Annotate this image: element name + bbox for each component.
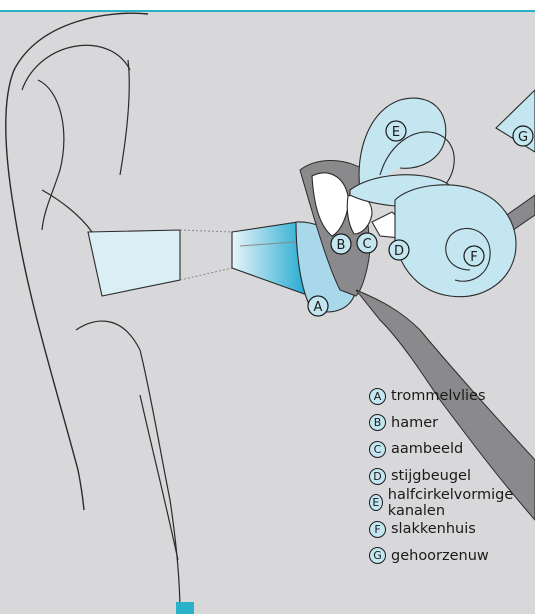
legend-item-A: A trommelvlies <box>369 383 535 410</box>
legend-badge-C: C <box>369 441 386 458</box>
legend-badge-B: B <box>369 414 386 431</box>
legend-item-B: B hamer <box>369 410 535 437</box>
callout-F: F <box>464 246 484 266</box>
legend-label-F: slakkenhuis <box>391 521 476 537</box>
callout-A-text: A <box>314 300 323 315</box>
legend-item-C: C aambeeld <box>369 436 535 463</box>
legend-item-F: F slakkenhuis <box>369 516 535 543</box>
callout-D: D <box>389 240 409 260</box>
callout-F-text: F <box>470 250 477 265</box>
legend-badge-E: E <box>369 494 383 511</box>
callout-C: C <box>357 233 377 253</box>
callout-E-text: E <box>392 125 400 140</box>
legend-label-G: gehoorzenuw <box>391 548 489 564</box>
legend-badge-F: F <box>369 521 386 538</box>
legend-label-C: aambeeld <box>391 441 463 457</box>
legend-label-B: hamer <box>391 415 438 431</box>
callout-G: G <box>513 126 533 146</box>
legend-item-G: G gehoorzenuw <box>369 543 535 570</box>
callout-A: A <box>308 296 328 316</box>
callout-B-text: B <box>337 238 346 253</box>
top-border-line <box>0 10 535 12</box>
callout-C-text: C <box>362 237 371 252</box>
legend-badge-D: D <box>369 468 386 485</box>
bottom-marker <box>176 602 194 614</box>
callout-G-text: G <box>518 130 528 145</box>
legend-badge-A: A <box>369 388 386 405</box>
legend: A trommelvlies B hamer C aambeeld D stij… <box>369 383 535 569</box>
callout-B: B <box>331 234 351 254</box>
legend-label-D: stijgbeugel <box>391 468 471 484</box>
callout-D-text: D <box>394 244 404 259</box>
legend-label-A: trommelvlies <box>391 388 486 404</box>
callout-E: E <box>386 121 406 141</box>
legend-label-E: halfcirkelvormige kanalen <box>388 487 535 519</box>
legend-item-E: E halfcirkelvormige kanalen <box>369 489 535 516</box>
legend-badge-G: G <box>369 547 386 564</box>
legend-item-D: D stijgbeugel <box>369 463 535 490</box>
